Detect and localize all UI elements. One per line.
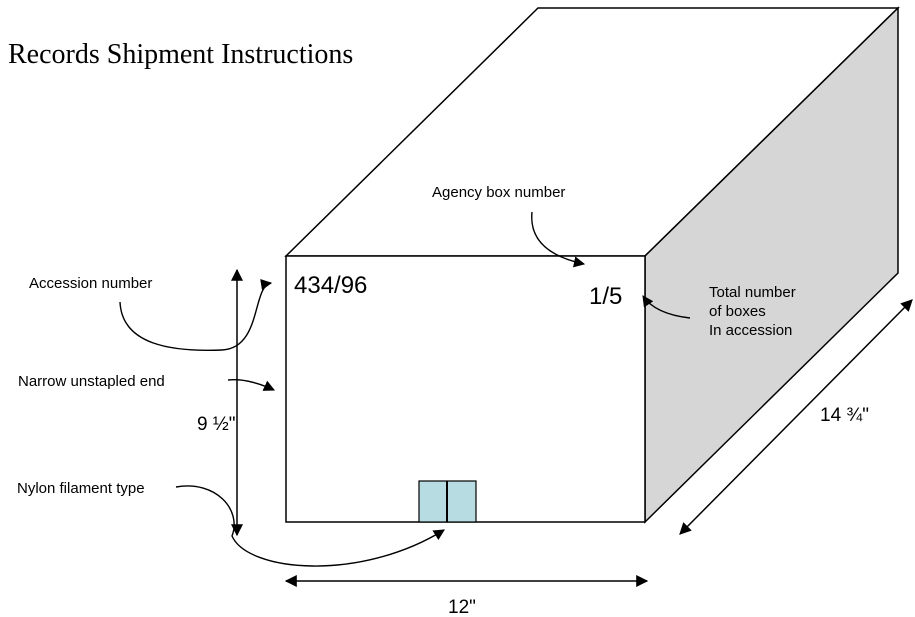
box-count-value: 1/5	[589, 283, 622, 310]
narrow-unstapled-end-arrow	[227, 379, 276, 391]
total-number-label-line1: Total number	[709, 284, 796, 301]
narrow-unstapled-end-label: Narrow unstapled end	[18, 373, 165, 390]
depth-dimension-arrow	[679, 299, 913, 535]
width-dimension-label: 12"	[448, 597, 476, 617]
agency-box-number-arrow	[531, 211, 586, 268]
nylon-filament-type-label: Nylon filament type	[17, 480, 145, 497]
accession-number-arrow	[119, 279, 273, 351]
total-number-label-line2: of boxes	[709, 303, 766, 320]
page-title: Records Shipment Instructions	[8, 39, 353, 70]
height-dimension-label: 9 ½"	[197, 414, 235, 435]
nylon-filament-strap	[418, 480, 477, 523]
nylon-filament-arrow	[175, 485, 445, 567]
box-front-face	[285, 255, 646, 523]
depth-dimension-label: 14 ¾"	[820, 405, 869, 426]
agency-box-number-label: Agency box number	[432, 184, 565, 201]
total-number-label-line3: In accession	[709, 322, 792, 339]
accession-number-label: Accession number	[29, 275, 152, 292]
accession-value: 434/96	[294, 272, 367, 299]
